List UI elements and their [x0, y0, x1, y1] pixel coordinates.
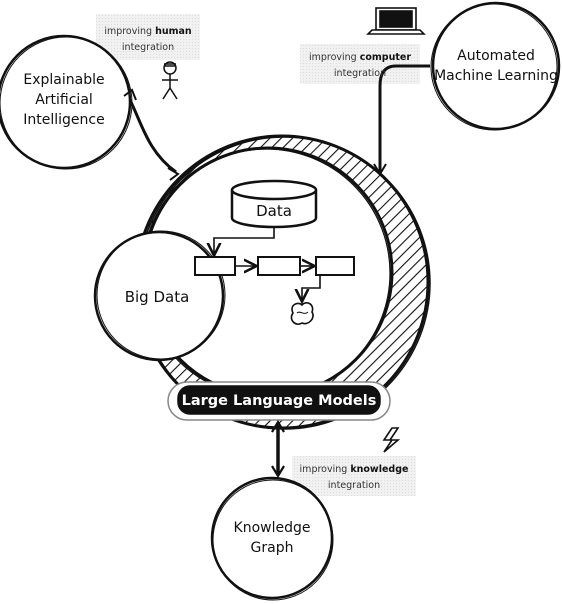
brain-icon [290, 302, 314, 325]
automl-label-2: Machine Learning [434, 68, 558, 84]
human-note-bg [96, 14, 200, 60]
svg-text:improving computer: improving computer [309, 52, 411, 63]
kg-label-2: Graph [251, 540, 294, 556]
connector-automl-llm [373, 64, 430, 176]
data-label: Data [256, 202, 292, 220]
knowledge-note-strong: knowledge [350, 464, 408, 475]
computer-note-bg [300, 44, 420, 84]
stick-figure-icon [162, 61, 178, 100]
knowledge-note-pre: improving [300, 464, 351, 475]
kg-label-1: Knowledge [234, 520, 311, 536]
knowledge-note-bg [292, 456, 416, 496]
knowledge-annotation: improving knowledge integration [300, 464, 409, 491]
database-icon: Data [230, 179, 318, 229]
human-note-strong: human [155, 26, 192, 37]
connector-xai-llm [123, 88, 180, 181]
process-box-3 [315, 256, 355, 276]
knowledge-note-line2: integration [328, 480, 380, 491]
automl-node: Automated Machine Learning [430, 1, 561, 131]
automl-label-1: Automated [457, 48, 535, 64]
svg-text:improving human: improving human [104, 26, 192, 37]
connector-llm-kg [271, 419, 285, 479]
llm-label: Large Language Models [182, 393, 377, 409]
human-note-pre: improving [104, 26, 155, 37]
computer-note-pre: improving [309, 52, 360, 63]
human-note-line2: integration [122, 42, 174, 53]
computer-note-line2: integration [334, 68, 386, 79]
human-annotation: improving human integration [104, 26, 192, 53]
xai-label-2: Artificial [35, 92, 93, 108]
xai-label-3: Intelligence [23, 112, 104, 128]
computer-note-strong: computer [360, 52, 412, 63]
process-box-1 [194, 256, 236, 276]
xai-label-1: Explainable [23, 72, 104, 88]
big-data-label: Big Data [125, 288, 190, 306]
process-box-2 [257, 256, 301, 276]
llm-label-pill: Large Language Models [167, 381, 391, 421]
xai-node: Explainable Artificial Intelligence [0, 34, 133, 170]
knowledge-graph-node: Knowledge Graph [210, 476, 334, 601]
lightning-icon [382, 427, 401, 453]
svg-text:improving knowledge: improving knowledge [300, 464, 409, 475]
big-data-node: Big Data [93, 230, 226, 362]
process-flow [194, 228, 355, 325]
laptop-icon [366, 7, 426, 35]
computer-annotation: improving computer integration [309, 52, 411, 79]
